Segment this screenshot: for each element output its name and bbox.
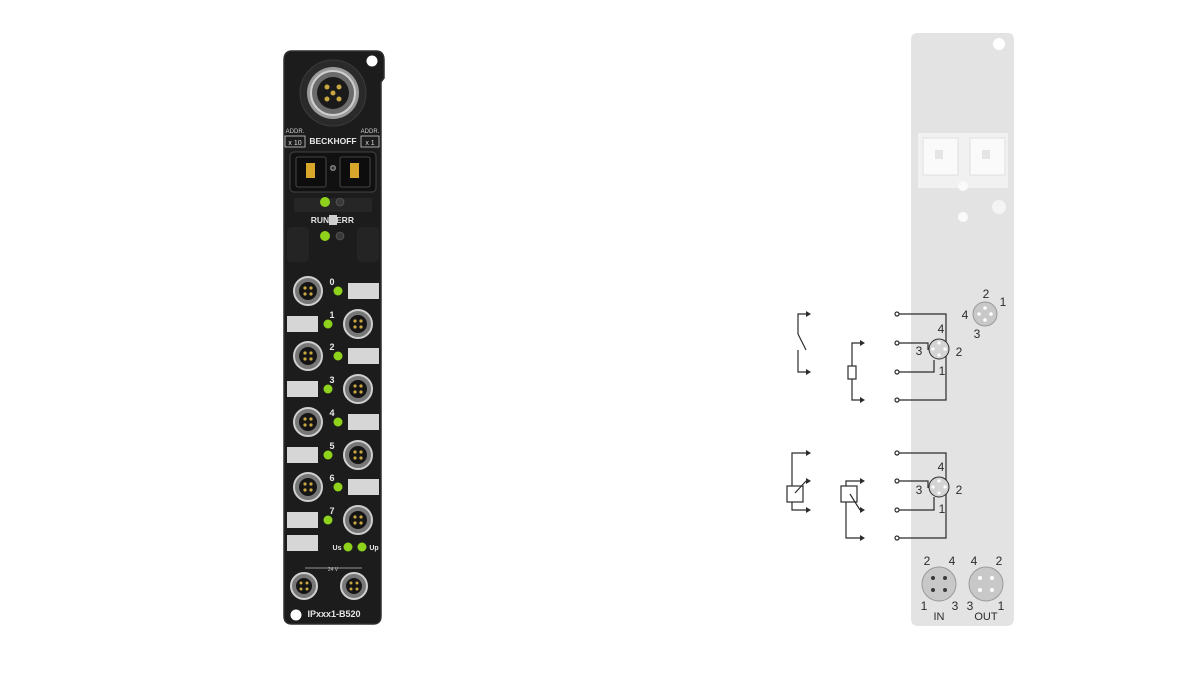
rotary-switch-x10[interactable] [306, 163, 315, 178]
lower-pin-1: 1 [939, 502, 946, 516]
led-up [357, 542, 367, 552]
channel-number-4: 4 [329, 408, 334, 418]
channel-7: 7 [287, 505, 373, 535]
power-out-connector-front[interactable] [340, 572, 368, 600]
address-switch-window [289, 151, 377, 193]
model-label: IPxxx1-B520 [307, 609, 360, 619]
channel-number-6: 6 [329, 473, 334, 483]
mounting-hole-top [366, 55, 378, 67]
switch-symbol [797, 313, 807, 373]
channel-3: 3 [287, 374, 373, 404]
power-voltage-label: 24 V [328, 567, 339, 573]
label-field-1 [287, 316, 318, 332]
status-err-label: ERR [336, 215, 354, 225]
upper-pin-3: 3 [916, 344, 923, 358]
channel-number-7: 7 [329, 506, 334, 516]
led-err [335, 231, 345, 241]
channel-6: 6 [293, 472, 379, 502]
addr-right-value: x 1 [365, 140, 374, 147]
channel-0: 0 [293, 276, 379, 306]
addr-right-label: ADDR. [361, 129, 380, 135]
io-module-front: ADDR. x 10 BECKHOFF ADDR. x 1 RUN ERR [283, 50, 385, 625]
status-run-label: RUN [311, 215, 329, 225]
power-out-connector [968, 566, 1004, 602]
power-out-label: OUT [974, 611, 998, 623]
label-field-power [287, 535, 318, 551]
upper-pin-2: 2 [956, 345, 963, 359]
brand-logo: BECKHOFF [309, 136, 356, 146]
channel-number-0: 0 [329, 277, 334, 287]
label-field-4 [348, 414, 379, 430]
label-field-7 [287, 512, 318, 528]
led-channel-1 [323, 319, 333, 329]
wiring-diagram [786, 301, 1004, 602]
channel-number-5: 5 [329, 441, 334, 451]
side-latch [918, 133, 1008, 222]
legend-pin-2: 2 [983, 287, 990, 301]
out-pin-1: 1 [998, 599, 1005, 613]
led-channel-4 [333, 417, 343, 427]
in-pin-2: 2 [924, 554, 931, 568]
side-mounting-hole [993, 38, 1005, 50]
label-field-0 [348, 283, 379, 299]
power-in-connector [921, 566, 957, 602]
legend-pin-1: 1 [1000, 295, 1007, 309]
channel-2: 2 [293, 341, 379, 371]
power-led-us-label: Us [333, 545, 342, 552]
upper-connector [928, 338, 950, 360]
mounting-hole-bottom [290, 609, 302, 621]
led-link-2 [335, 197, 345, 207]
label-field-5 [287, 447, 318, 463]
power-in-label: IN [934, 611, 945, 623]
power-in-connector-front[interactable] [290, 572, 318, 600]
upper-pin-1: 1 [939, 364, 946, 378]
module-side-view [911, 33, 1014, 626]
out-pin-4: 4 [971, 554, 978, 568]
channel-1: 1 [287, 309, 373, 339]
power-led-up-label: Up [369, 545, 378, 552]
led-us [343, 542, 353, 552]
out-pin-2: 2 [996, 554, 1003, 568]
lower-connector [928, 476, 950, 498]
lower-pin-2: 2 [956, 483, 963, 497]
legend-pin-3: 3 [974, 327, 981, 341]
led-channel-7 [323, 515, 333, 525]
two-wire-sensor-symbol [847, 342, 860, 401]
three-wire-sensor-left [786, 452, 807, 511]
in-pin-4: 4 [949, 554, 956, 568]
lower-pin-4: 4 [938, 460, 945, 474]
led-link-1 [320, 197, 330, 207]
diagram-labels: 2 1 4 3 4 3 2 1 4 3 2 1 2 4 1 3 IN 4 2 3… [916, 287, 1007, 623]
out-pin-3: 3 [967, 599, 974, 613]
rotary-switch-x1[interactable] [350, 163, 359, 178]
upper-pin-4: 4 [938, 322, 945, 336]
channel-number-2: 2 [329, 342, 334, 352]
three-wire-sensor-right [840, 480, 861, 539]
legend-pin-4: 4 [962, 308, 969, 322]
addr-left-value: x 10 [288, 140, 301, 147]
channel-number-3: 3 [329, 375, 334, 385]
addr-left-label: ADDR. [286, 129, 305, 135]
in-pin-1: 1 [921, 599, 928, 613]
lower-pin-3: 3 [916, 483, 923, 497]
led-channel-5 [323, 450, 333, 460]
led-run [320, 231, 330, 241]
label-field-6 [348, 479, 379, 495]
in-pin-3: 3 [952, 599, 959, 613]
led-channel-0 [333, 286, 343, 296]
led-channel-2 [333, 351, 343, 361]
pin-legend-connector [972, 301, 998, 327]
led-channel-3 [323, 384, 333, 394]
label-field-2 [348, 348, 379, 364]
fieldbus-connector [299, 59, 367, 127]
channel-4: 4 [293, 407, 379, 437]
channel-number-1: 1 [329, 310, 334, 320]
led-channel-6 [333, 482, 343, 492]
channel-5: 5 [287, 440, 373, 470]
label-field-3 [287, 381, 318, 397]
